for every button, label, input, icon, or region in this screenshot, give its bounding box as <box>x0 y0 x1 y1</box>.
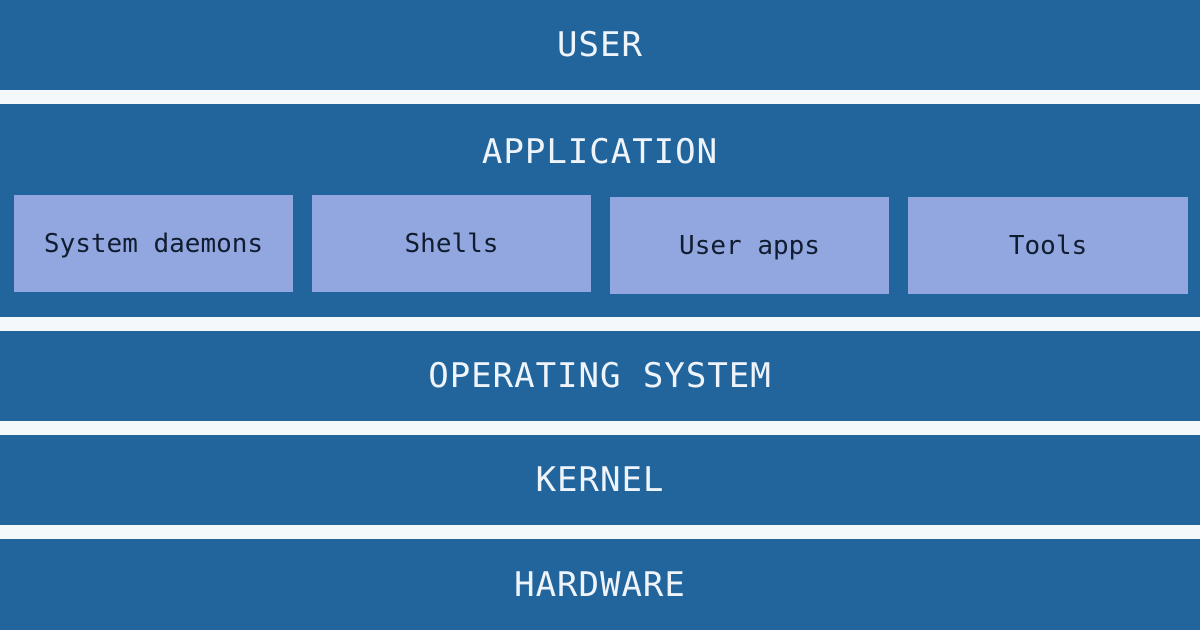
component-shells: Shells <box>312 195 591 292</box>
layer-application-label: APPLICATION <box>481 132 719 172</box>
component-label: System daemons <box>43 228 264 259</box>
component-system-daemons: System daemons <box>14 195 293 292</box>
component-label: Shells <box>404 228 499 259</box>
component-label: Tools <box>1008 230 1088 261</box>
layer-application: APPLICATION System daemons Shells User a… <box>0 104 1200 317</box>
layer-kernel-label: KERNEL <box>535 460 665 500</box>
layer-os-label: OPERATING SYSTEM <box>428 356 772 396</box>
layer-kernel: KERNEL <box>0 435 1200 525</box>
component-label: User apps <box>679 230 820 261</box>
layer-user-label: USER <box>557 25 643 65</box>
layer-operating-system: OPERATING SYSTEM <box>0 331 1200 421</box>
layer-hardware: HARDWARE <box>0 539 1200 630</box>
component-user-apps: User apps <box>610 197 889 294</box>
layer-user: USER <box>0 0 1200 90</box>
layer-hardware-label: HARDWARE <box>514 564 686 605</box>
component-tools: Tools <box>908 197 1188 294</box>
